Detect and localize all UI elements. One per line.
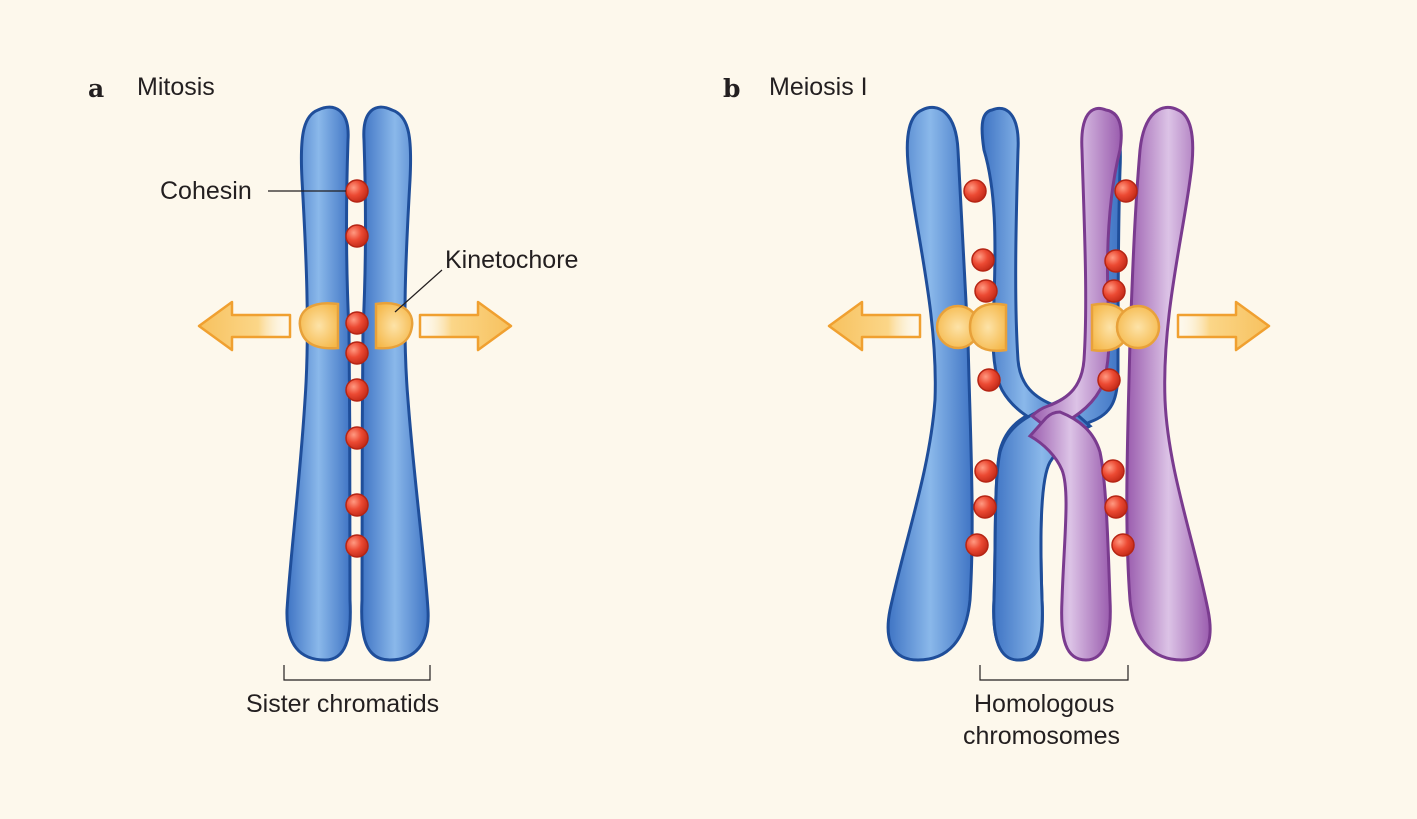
homologous-label-line1: Homologous bbox=[974, 690, 1115, 718]
panel-a-letter: a bbox=[88, 74, 105, 103]
cohesin-dot bbox=[974, 279, 998, 303]
cohesin-dot bbox=[1097, 368, 1121, 392]
cohesin-dot bbox=[345, 179, 369, 203]
homologous-label-line2: chromosomes bbox=[963, 722, 1120, 750]
cohesin-dot bbox=[974, 459, 998, 483]
panel-a-diagram bbox=[197, 105, 513, 681]
cohesin-dot bbox=[345, 493, 369, 517]
cohesin-dot bbox=[973, 495, 997, 519]
kinetochore-purple-outer bbox=[1115, 304, 1161, 350]
sister-chromatids-label: Sister chromatids bbox=[246, 690, 440, 718]
cohesin-dot bbox=[1101, 459, 1125, 483]
kinetochore-left-a bbox=[298, 301, 340, 350]
cohesin-dot bbox=[345, 341, 369, 365]
sister-chromatid-left bbox=[285, 105, 352, 662]
cohesin-dot bbox=[1114, 179, 1138, 203]
panel-b-diagram bbox=[827, 105, 1271, 681]
kinetochore-blue-inner bbox=[968, 302, 1008, 353]
cohesin-dot bbox=[345, 534, 369, 558]
pull-arrow-left-a bbox=[197, 300, 292, 352]
cohesin-dot bbox=[971, 248, 995, 272]
sister-chromatids-bracket bbox=[283, 665, 431, 681]
cohesin-group-b-purple bbox=[1097, 179, 1138, 557]
cohesin-label: Cohesin bbox=[160, 177, 252, 205]
cohesin-dot bbox=[965, 533, 989, 557]
kinetochore-right-a bbox=[374, 301, 414, 350]
cohesin-dot bbox=[1111, 533, 1135, 557]
cohesin-group-a bbox=[345, 179, 369, 558]
kinetochore-leader-line bbox=[394, 269, 443, 313]
cohesin-group-b-blue bbox=[963, 179, 1001, 557]
homologous-chromosomes-bracket bbox=[979, 665, 1129, 681]
panel-a-title: Mitosis bbox=[137, 73, 215, 101]
panel-b-title: Meiosis I bbox=[769, 73, 868, 101]
cohesin-dot bbox=[977, 368, 1001, 392]
kinetochore-label: Kinetochore bbox=[445, 246, 579, 274]
sister-chromatid-right bbox=[360, 105, 430, 662]
purple-chromatid-outer bbox=[1125, 105, 1212, 662]
cohesin-dot bbox=[345, 311, 369, 335]
cohesin-dot bbox=[1104, 249, 1128, 273]
cohesin-dot bbox=[345, 378, 369, 402]
cohesin-dot bbox=[345, 224, 369, 248]
cohesin-dot bbox=[345, 426, 369, 450]
pull-arrow-right-a bbox=[418, 300, 513, 352]
pull-arrow-right-b bbox=[1176, 300, 1271, 352]
kinetochore-group-b bbox=[935, 302, 1161, 353]
panel-b-letter: b bbox=[723, 74, 741, 103]
pull-arrow-left-b bbox=[827, 300, 922, 352]
cohesin-dot bbox=[963, 179, 987, 203]
cohesin-dot bbox=[1102, 279, 1126, 303]
cohesin-dot bbox=[1104, 495, 1128, 519]
blue-chromatid-outer bbox=[886, 105, 974, 662]
